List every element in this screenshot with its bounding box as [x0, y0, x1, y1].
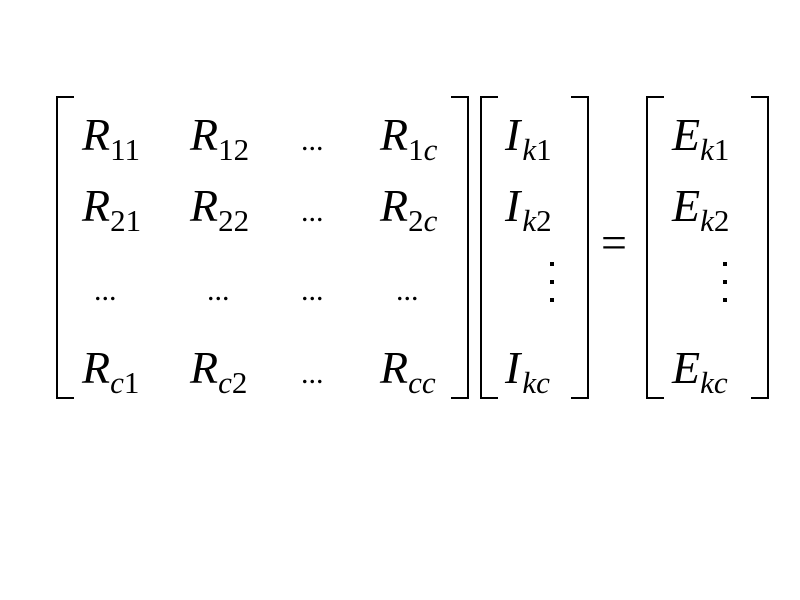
- matrix-right-bracket: [451, 96, 469, 399]
- element-ek2: Ek2: [671, 180, 729, 238]
- vector-e-left-bracket: [646, 96, 664, 399]
- element-ikc: Ikc: [504, 342, 550, 400]
- row3-ellipsis-col3: ...: [301, 274, 324, 307]
- element-r2c: R2c: [379, 180, 438, 238]
- vector-i-left-bracket: [480, 96, 498, 399]
- row3-ellipsis-col2: ...: [207, 274, 230, 307]
- element-r12: R12: [189, 109, 249, 167]
- element-r1c: R1c: [379, 109, 438, 167]
- vector-i-vertical-dots: [550, 262, 554, 302]
- element-rc2: Rc2: [189, 342, 247, 400]
- row4-ellipsis: ...: [301, 357, 324, 390]
- element-r22: R22: [189, 180, 249, 238]
- element-ek1: Ek1: [671, 109, 729, 167]
- equals-sign: =: [601, 217, 627, 268]
- row1-ellipsis: ...: [301, 124, 324, 157]
- element-ik2: Ik2: [504, 180, 552, 238]
- vector-e-vertical-dots: [723, 262, 727, 302]
- element-ik1: Ik1: [504, 109, 552, 167]
- row3-ellipsis-col4: ...: [396, 274, 419, 307]
- element-r11: R11: [81, 109, 140, 167]
- vector-i-right-bracket: [571, 96, 589, 399]
- element-rc1: Rc1: [81, 342, 139, 400]
- row2-ellipsis: ...: [301, 195, 324, 228]
- element-rcc: Rcc: [379, 342, 436, 400]
- row3-ellipsis-col1: ...: [94, 274, 117, 307]
- vector-e-right-bracket: [751, 96, 769, 399]
- matrix-left-bracket: [56, 96, 74, 399]
- element-ekc: Ekc: [671, 342, 728, 400]
- element-r21: R21: [81, 180, 141, 238]
